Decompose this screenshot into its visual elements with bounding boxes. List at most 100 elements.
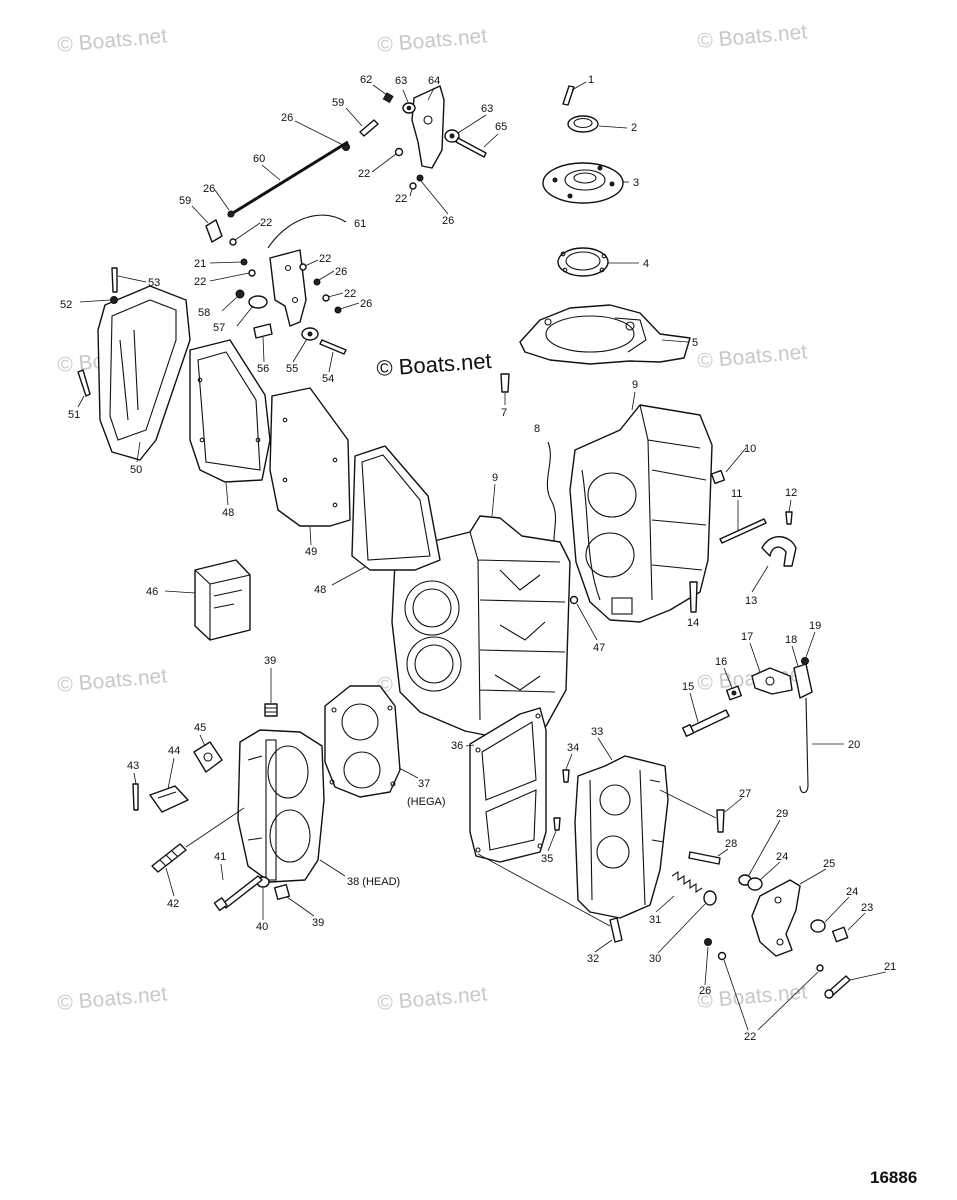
washer-part-52 [110, 296, 118, 304]
leader-line [318, 270, 335, 281]
washer-part-22 [409, 182, 417, 190]
callout: 48 [314, 584, 326, 596]
leader-line [717, 848, 729, 857]
leader-line [309, 526, 312, 546]
leader-line [748, 819, 781, 876]
leader-line [483, 133, 499, 148]
watermark: © Boats.net [696, 980, 808, 1013]
callout: 12 [785, 487, 797, 499]
leader-line [304, 259, 319, 267]
callout: 9 [492, 472, 498, 484]
leader-line [199, 734, 206, 747]
watermark: © Boats.net [56, 982, 168, 1015]
nut-part-23 [831, 926, 849, 943]
callout: 17 [741, 631, 753, 643]
plug-part-39 [264, 703, 278, 717]
callout: 63 [395, 75, 407, 87]
bolt-part-15 [681, 709, 730, 737]
bolt-part-65 [455, 137, 487, 158]
callout: 61 [354, 218, 366, 230]
gasket-part-4 [557, 247, 609, 277]
watermark: © Boats.net [696, 340, 808, 373]
leader-line [77, 395, 85, 408]
leader-line [791, 645, 799, 667]
nut-part-26 [416, 174, 424, 182]
callout: 38 (HEAD) [347, 876, 400, 888]
leader-line [220, 863, 224, 881]
callout: 26 [281, 112, 293, 124]
leader-line [79, 299, 111, 303]
callout: 29 [776, 808, 788, 820]
callout: 3 [633, 177, 639, 189]
nut-part-62 [382, 92, 394, 104]
leader-line [597, 737, 613, 761]
callout: 37 [418, 778, 430, 790]
callout: 32 [587, 953, 599, 965]
callout: 54 [322, 373, 334, 385]
washer-part-22 [816, 964, 824, 972]
callout: 13 [745, 595, 757, 607]
callout: 8 [534, 423, 540, 435]
nut-part-26 [704, 938, 712, 946]
callout: 1 [588, 74, 594, 86]
rod-part-60 [227, 140, 349, 218]
callout: 55 [286, 363, 298, 375]
washer-part-22 [322, 294, 330, 302]
washer-part-57 [248, 295, 268, 309]
leader-line [294, 120, 344, 146]
leader-line [576, 603, 598, 641]
callout: 18 [785, 634, 797, 646]
leader-line [477, 853, 611, 927]
leader-line [409, 188, 413, 197]
watermark: © Boats.net [56, 664, 168, 697]
cylinder-head-part-38 [237, 729, 325, 883]
callout-note: (HEGA) [407, 796, 446, 808]
screw-part-35 [553, 817, 561, 831]
spring-part-31 [671, 870, 703, 894]
leader-line [165, 867, 175, 897]
callout: 26 [203, 183, 215, 195]
callout: 60 [253, 153, 265, 165]
callout: 41 [214, 851, 226, 863]
callout: 22 [395, 193, 407, 205]
leader-line [689, 692, 699, 723]
callout: 28 [725, 838, 737, 850]
watermark: © Boats.net [56, 24, 168, 57]
bracket-part-25 [751, 879, 801, 957]
screw-part-34 [562, 769, 570, 783]
screw-part-53 [111, 267, 118, 293]
callout: 26 [360, 298, 372, 310]
screw-part-21 [824, 975, 851, 999]
leader-line [209, 272, 250, 282]
callout: 22 [358, 168, 370, 180]
link-part-18 [793, 663, 813, 699]
leader-line [751, 565, 769, 593]
bearing-plate-part-3 [542, 162, 624, 204]
callout: 47 [593, 642, 605, 654]
bolt-part-7 [500, 373, 510, 393]
callout: 43 [127, 760, 139, 772]
leader-line [167, 757, 175, 790]
washer-part-55 [301, 327, 319, 341]
leader-line [594, 939, 613, 953]
callout: 40 [256, 921, 268, 933]
callout: 10 [744, 443, 756, 455]
callout: 51 [68, 409, 80, 421]
callout: 5 [692, 337, 698, 349]
leader-lines [77, 81, 887, 1031]
leader-line [723, 667, 733, 689]
leader-line [655, 895, 675, 913]
figure-number: 16886 [870, 1168, 917, 1187]
callout: 64 [428, 75, 440, 87]
screw-part-1 [562, 85, 575, 106]
clip-part-13 [761, 536, 797, 567]
leader-line [262, 336, 265, 363]
callout: 15 [682, 681, 694, 693]
callout: 25 [823, 858, 835, 870]
callout: 11 [731, 488, 742, 500]
callout: 22 [344, 288, 356, 300]
washer-part-22 [394, 147, 404, 157]
leader-line [547, 830, 557, 852]
washer-part-58 [235, 289, 245, 299]
nut-part-16 [725, 685, 743, 701]
